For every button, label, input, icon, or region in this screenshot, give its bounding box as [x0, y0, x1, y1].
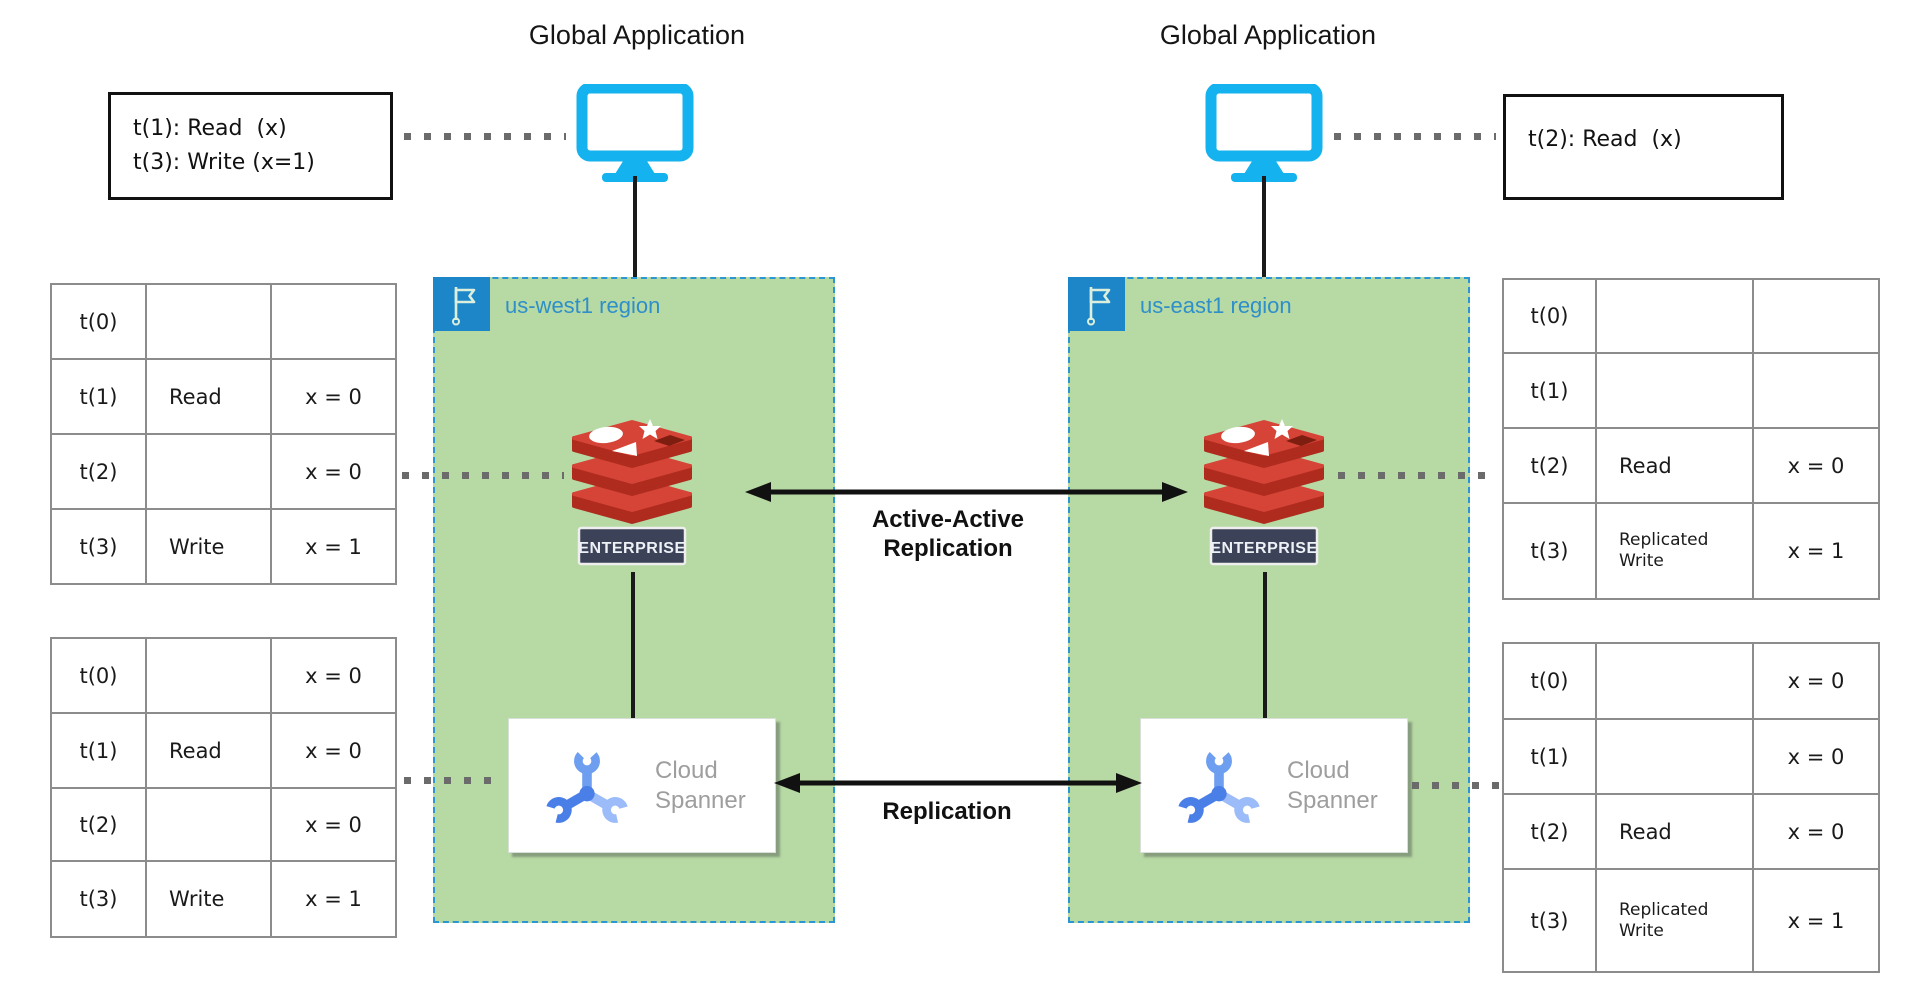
dotted-link-table-redis-west	[402, 472, 564, 479]
table-cell: x = 0	[1754, 720, 1880, 795]
global-application-title-east: Global Application	[1159, 20, 1377, 50]
svg-text:ENTERPRISE: ENTERPRISE	[1210, 540, 1317, 557]
svg-text:ENTERPRISE: ENTERPRISE	[578, 540, 685, 557]
timeline-table-redis-east: t(0) t(1) t(2) Read x = 0 t(3) Replicate…	[1502, 278, 1880, 600]
table-cell: t(2)	[1504, 795, 1597, 870]
table-cell: Write	[147, 510, 272, 585]
timeline-table-spanner-west: t(0) x = 0 t(1) Read x = 0 t(2) x = 0 t(…	[50, 637, 397, 938]
active-active-replication-arrow	[745, 482, 1188, 502]
table-cell: Write	[147, 862, 272, 938]
annotation-box-east: t(2): Read (x)	[1503, 94, 1784, 200]
active-active-replication-label: Active-Active Replication	[871, 506, 1025, 562]
monitor-icon-east	[1205, 84, 1323, 182]
table-cell	[147, 789, 272, 862]
annotation-line: t(2): Read (x)	[1528, 127, 1682, 152]
table-cell	[1597, 280, 1754, 354]
table-cell: x = 1	[1754, 504, 1880, 600]
spanner-wrench-icon	[545, 747, 629, 823]
table-cell	[147, 639, 272, 714]
enterprise-badge: ENTERPRISE	[577, 526, 687, 566]
redis-enterprise-icon-east: ENTERPRISE	[1204, 419, 1324, 566]
annotation-line: t(1): Read (x)	[133, 116, 287, 141]
region-label-us-west1: us-west1 region	[505, 293, 661, 318]
table-cell	[147, 435, 272, 510]
table-cell: x = 1	[1754, 870, 1880, 973]
region-label-us-east1: us-east1 region	[1140, 293, 1292, 318]
table-cell: x = 0	[272, 360, 397, 435]
table-cell: t(3)	[1504, 870, 1597, 973]
table-cell	[147, 285, 272, 360]
redis-enterprise-icon-west: ENTERPRISE	[572, 419, 692, 566]
table-cell: t(2)	[1504, 429, 1597, 504]
table-cell: t(0)	[52, 285, 147, 360]
table-cell: x = 1	[272, 510, 397, 585]
dotted-link-table-redis-east	[1338, 472, 1498, 479]
flag-tile-east	[1068, 277, 1125, 331]
global-application-title-west: Global Application	[528, 20, 746, 50]
table-cell: x = 0	[1754, 429, 1880, 504]
table-cell: x = 1	[272, 862, 397, 938]
table-cell: Read	[1597, 795, 1754, 870]
table-cell: Replicated Write	[1597, 504, 1754, 600]
table-cell: t(0)	[1504, 644, 1597, 720]
timeline-table-spanner-east: t(0) x = 0 t(1) x = 0 t(2) Read x = 0 t(…	[1502, 642, 1880, 973]
table-cell	[272, 285, 397, 360]
link-redis-spanner-east	[1263, 572, 1267, 718]
table-cell: Read	[1597, 429, 1754, 504]
cloud-spanner-box-east: Cloud Spanner	[1140, 718, 1408, 853]
dotted-link-annotation-monitor-west	[404, 133, 566, 140]
flag-icon	[452, 287, 476, 326]
table-cell: t(1)	[1504, 720, 1597, 795]
table-cell: t(3)	[52, 862, 147, 938]
timeline-table-redis-west: t(0) t(1) Read x = 0 t(2) x = 0 t(3) Wri…	[50, 283, 397, 585]
cloud-spanner-label: Cloud Spanner	[1287, 756, 1378, 814]
table-cell: x = 0	[1754, 795, 1880, 870]
spanner-replication-arrow	[774, 773, 1142, 793]
flag-tile-west	[433, 277, 490, 331]
table-cell: t(0)	[1504, 280, 1597, 354]
enterprise-badge: ENTERPRISE	[1209, 526, 1319, 566]
table-cell: x = 0	[272, 714, 397, 789]
annotation-box-west: t(1): Read (x) t(3): Write (x=1)	[108, 92, 393, 200]
table-cell	[1754, 354, 1880, 429]
table-cell: t(3)	[1504, 504, 1597, 600]
dotted-link-table-spanner-west	[404, 777, 504, 784]
flag-icon	[1087, 287, 1111, 326]
table-cell: x = 0	[272, 789, 397, 862]
table-cell: x = 0	[1754, 644, 1880, 720]
cloud-spanner-label: Cloud Spanner	[655, 756, 746, 814]
table-cell	[1597, 720, 1754, 795]
cloud-spanner-box-west: Cloud Spanner	[508, 718, 776, 853]
table-cell	[1597, 354, 1754, 429]
table-cell: Read	[147, 360, 272, 435]
table-cell	[1597, 644, 1754, 720]
table-cell	[1754, 280, 1880, 354]
annotation-line: t(3): Write (x=1)	[133, 150, 315, 175]
table-cell: t(1)	[52, 360, 147, 435]
table-cell: t(2)	[52, 789, 147, 862]
dotted-link-annotation-monitor-east	[1334, 133, 1496, 140]
table-cell: t(3)	[52, 510, 147, 585]
spanner-replication-label: Replication	[882, 798, 1012, 825]
table-cell: t(2)	[52, 435, 147, 510]
monitor-icon-west	[576, 84, 694, 182]
link-monitor-region-west	[633, 176, 637, 277]
spanner-wrench-icon	[1177, 747, 1261, 823]
link-redis-spanner-west	[631, 572, 635, 718]
table-cell: Replicated Write	[1597, 870, 1754, 973]
table-cell: t(1)	[52, 714, 147, 789]
table-cell: t(1)	[1504, 354, 1597, 429]
dotted-link-table-spanner-east	[1412, 782, 1500, 789]
table-cell: Read	[147, 714, 272, 789]
table-cell: x = 0	[272, 435, 397, 510]
table-cell: t(0)	[52, 639, 147, 714]
table-cell: x = 0	[272, 639, 397, 714]
link-monitor-region-east	[1262, 176, 1266, 277]
